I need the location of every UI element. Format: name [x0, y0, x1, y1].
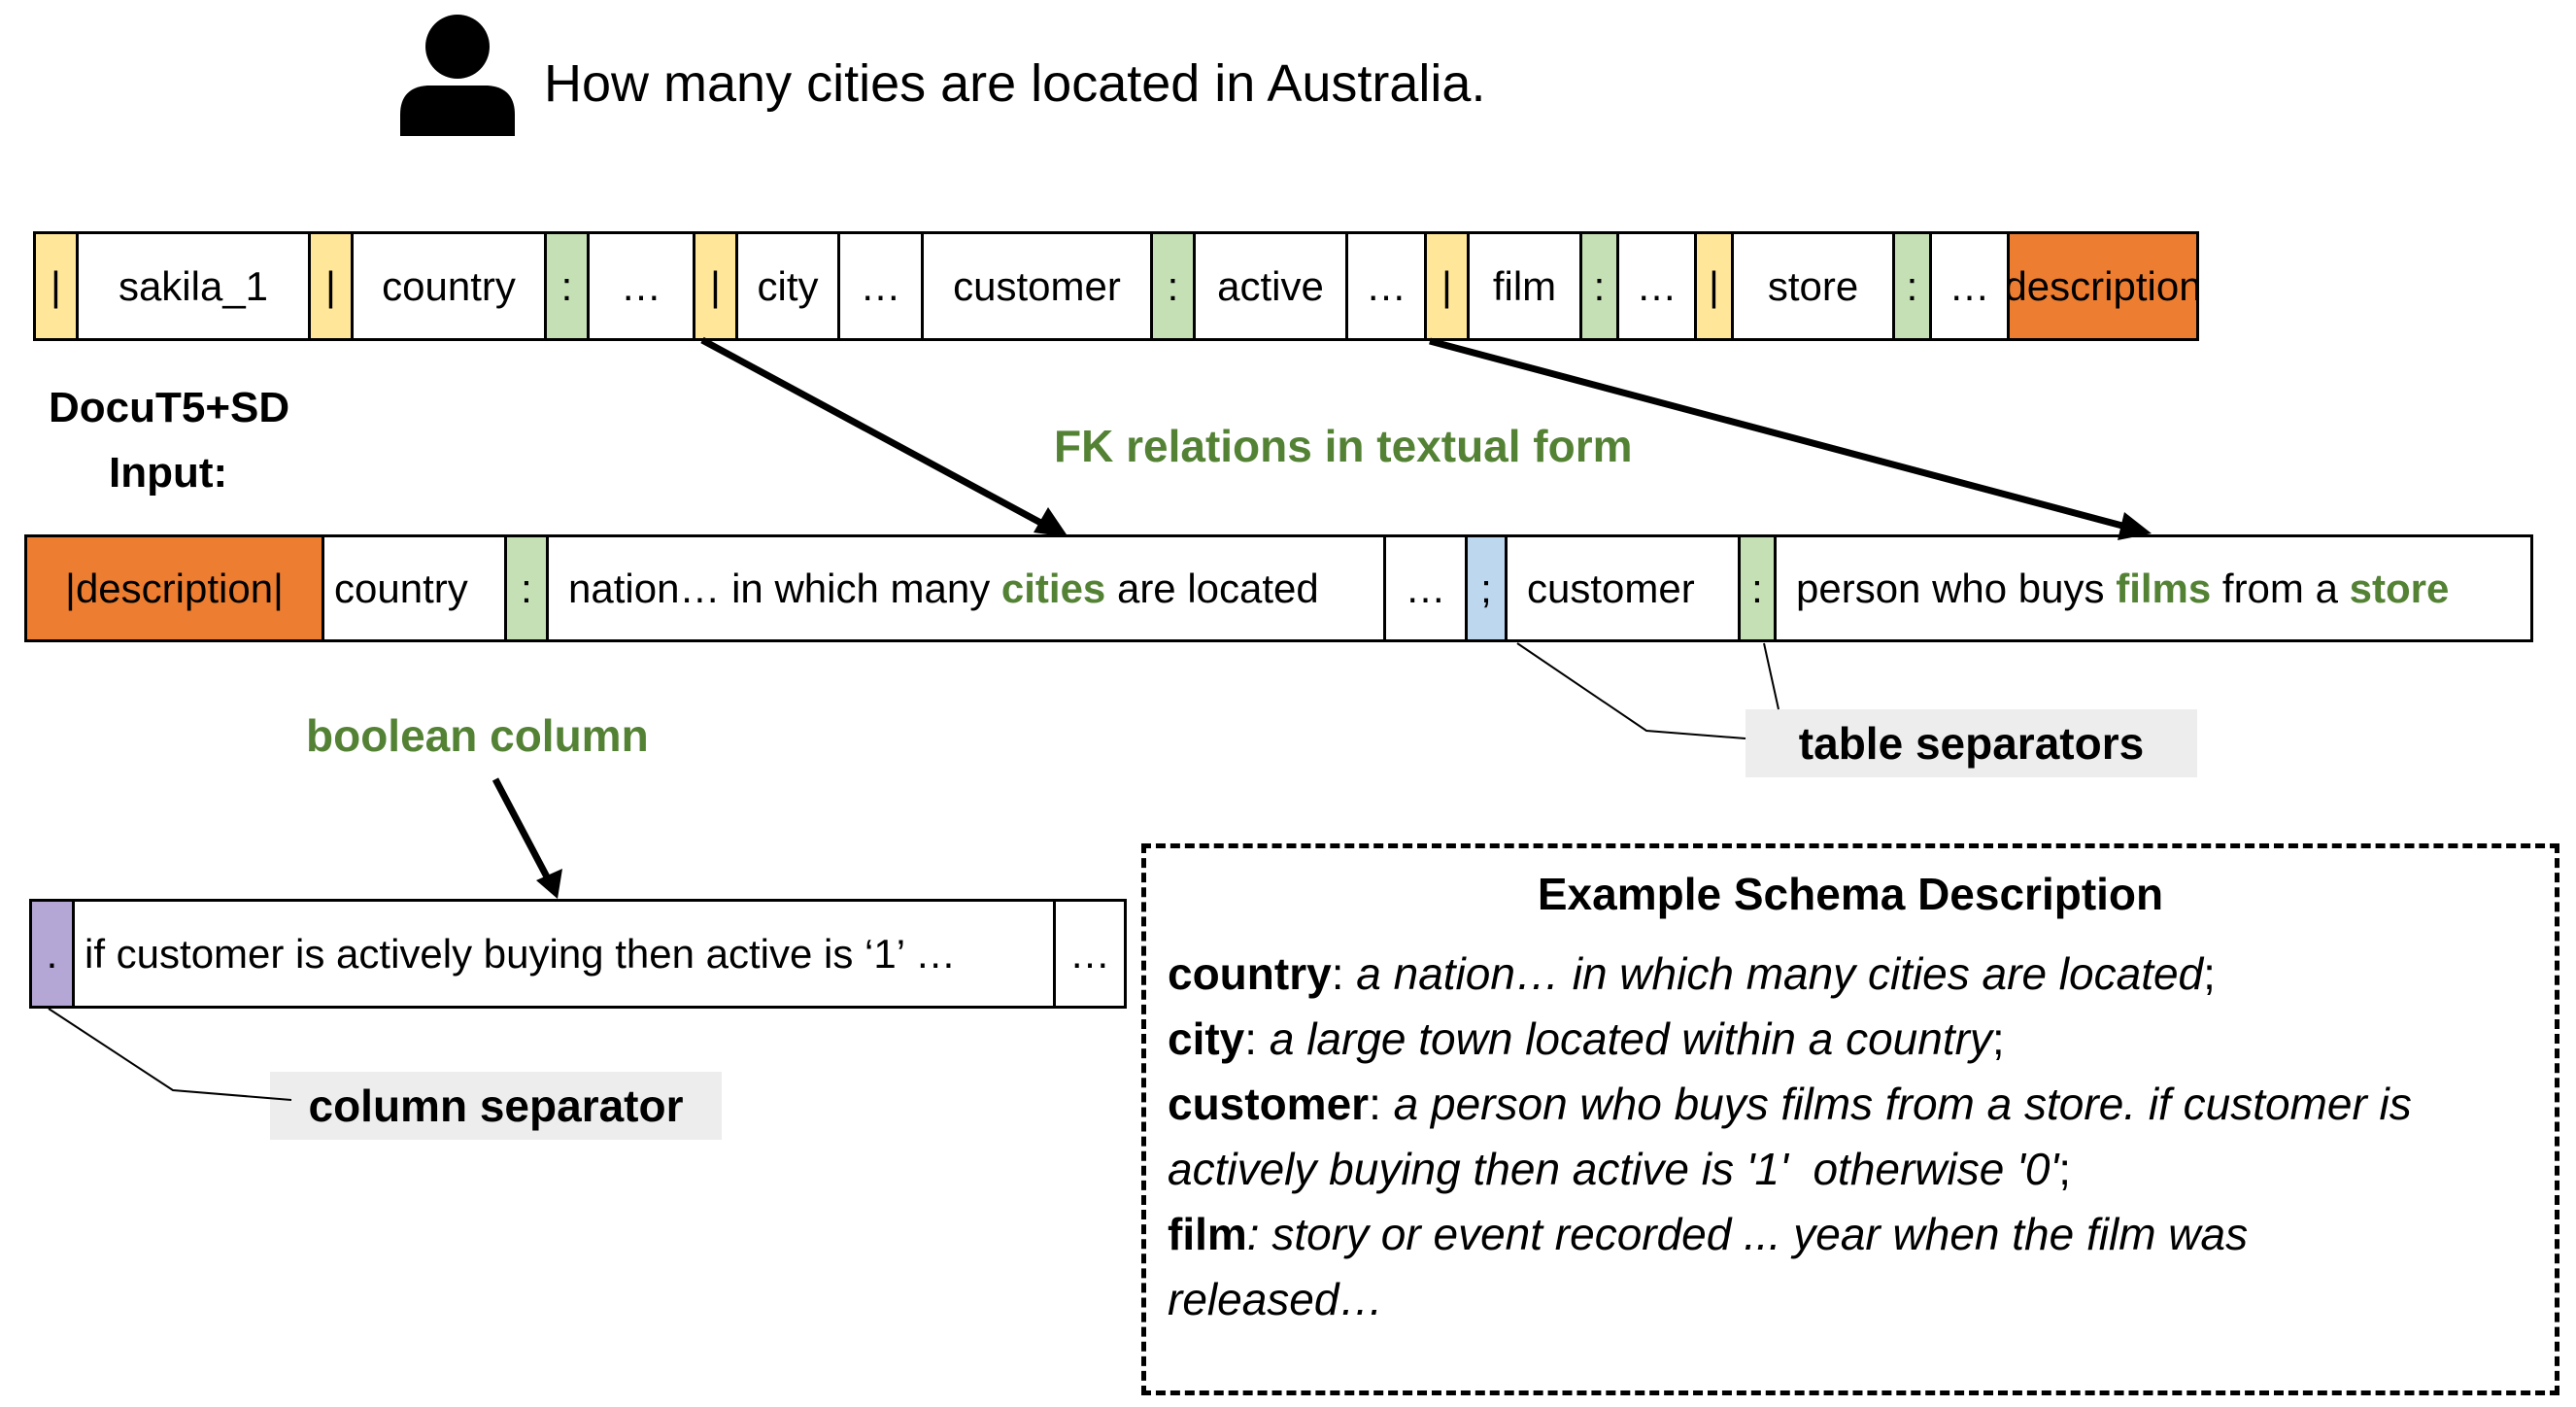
- ellipsis-cell: …: [1069, 930, 1110, 977]
- boolean-arrow: [491, 777, 555, 886]
- def-customer-cont: actively buying then active is '1' other…: [1168, 1144, 2059, 1194]
- def-country: a nation… in which many cities are locat…: [1356, 948, 2204, 999]
- top-strip-cell: |description|: [2010, 234, 2196, 338]
- term-film: film: [1168, 1209, 1247, 1259]
- sep: :: [1369, 1079, 1394, 1129]
- active-description-cell: if customer is actively buying then acti…: [75, 902, 1056, 1006]
- column-separator-cell: .: [32, 902, 75, 1006]
- table-separators-label: table separators: [1746, 709, 2197, 777]
- term-country: country: [1168, 948, 1332, 999]
- customer-description-cell: person who buys films from a store: [1777, 537, 2530, 639]
- top-strip-cell: store: [1734, 234, 1895, 338]
- fk-arrow-city: [700, 336, 1061, 536]
- country-cell: country: [324, 537, 507, 639]
- top-strip-cell: |: [1697, 234, 1734, 338]
- column-colon-cell: :: [507, 537, 549, 639]
- top-strip-cell: country: [354, 234, 547, 338]
- top-strip-cell: |: [36, 234, 79, 338]
- ellipsis-cell: …: [1386, 537, 1468, 639]
- customer-cell: customer: [1508, 537, 1741, 639]
- top-strip-cell: sakila_1: [79, 234, 311, 338]
- end: ;: [1991, 1013, 2005, 1064]
- user-question: How many cities are located in Australia…: [544, 54, 1486, 113]
- serialized-schema-strip: |sakila_1|country:…|city…customer:active…: [33, 231, 2199, 341]
- user-icon: [400, 15, 515, 136]
- end: ;: [2058, 1144, 2072, 1194]
- term-customer: customer: [1168, 1079, 1370, 1129]
- top-strip-cell: …: [590, 234, 695, 338]
- sep: :: [1331, 948, 1357, 999]
- example-title: Example Schema Description: [1537, 869, 2164, 919]
- def-film-cont: released…: [1168, 1274, 1384, 1324]
- top-strip-cell: :: [547, 234, 590, 338]
- input-label-line2: Input:: [109, 449, 228, 497]
- fk-relations-label: FK relations in textual form: [1054, 421, 1633, 471]
- input-label-line1: DocuT5+SD: [49, 384, 290, 431]
- column-separator-label: column separator: [270, 1072, 722, 1140]
- person-text-store: store: [2349, 565, 2450, 611]
- person-text-mid: from a: [2211, 565, 2350, 611]
- term-city: city: [1168, 1013, 1245, 1064]
- person-text-films: films: [2116, 565, 2212, 611]
- fk-arrowhead-film: [2118, 512, 2152, 540]
- column-description-strip: . if customer is actively buying then ac…: [29, 899, 1127, 1009]
- description-cell: |description|: [27, 537, 324, 639]
- example-line-film-cont: released…: [1168, 1267, 2555, 1332]
- top-strip-cell: film: [1470, 234, 1582, 338]
- end: ;: [2203, 948, 2216, 999]
- nation-text-post: are located: [1105, 565, 1319, 611]
- table-separator-cell: ;: [1468, 537, 1508, 639]
- boolean-column-label: boolean column: [306, 710, 649, 761]
- example-line-city: city: a large town located within a coun…: [1168, 1007, 2555, 1072]
- country-description-cell: nation… in which many cities are located: [549, 537, 1386, 639]
- example-lines: country: a nation… in which many cities …: [1168, 942, 2555, 1332]
- fk-arrow-film: [1429, 337, 2138, 533]
- example-line-film: film: story or event recorded ... year w…: [1168, 1202, 2555, 1267]
- def-city: a large town located within a country: [1269, 1013, 1992, 1064]
- nation-text-pre: nation… in which many: [568, 565, 1001, 611]
- table-separator-leader-1: [1516, 642, 1746, 739]
- top-strip-cell: …: [840, 234, 924, 338]
- top-strip-cell: |: [695, 234, 738, 338]
- top-strip-cell: active: [1196, 234, 1348, 338]
- sep: :: [1244, 1013, 1270, 1064]
- top-strip-cell: customer: [924, 234, 1153, 338]
- def-film: : story or event recorded ... year when …: [1246, 1209, 2249, 1259]
- example-schema-description-box: Example Schema Description country: a na…: [1141, 843, 2559, 1395]
- boolean-arrowhead: [536, 869, 562, 899]
- fk-arrowhead-city: [1034, 507, 1068, 537]
- top-strip-cell: :: [1582, 234, 1619, 338]
- top-strip-cell: |: [1427, 234, 1470, 338]
- example-line-customer-cont: actively buying then active is '1' other…: [1168, 1137, 2555, 1202]
- customer-colon-cell: :: [1741, 537, 1777, 639]
- column-separator-leader: [48, 1008, 292, 1101]
- nation-text-highlight: cities: [1000, 565, 1106, 611]
- top-strip-cell: :: [1153, 234, 1196, 338]
- example-line-country: country: a nation… in which many cities …: [1168, 942, 2555, 1007]
- top-strip-cell: …: [1932, 234, 2010, 338]
- top-strip-cell: …: [1348, 234, 1427, 338]
- top-strip-cell: city: [738, 234, 840, 338]
- description-strip: |description| country : nation… in which…: [24, 534, 2533, 642]
- top-strip-cell: …: [1619, 234, 1697, 338]
- def-customer: a person who buys films from a store. if…: [1393, 1079, 2412, 1129]
- top-strip-cell: |: [311, 234, 354, 338]
- top-strip-cell: :: [1895, 234, 1932, 338]
- example-line-customer: customer: a person who buys films from a…: [1168, 1072, 2555, 1137]
- table-separator-leader-2: [1763, 642, 1779, 710]
- person-text-pre: person who buys: [1796, 565, 2117, 611]
